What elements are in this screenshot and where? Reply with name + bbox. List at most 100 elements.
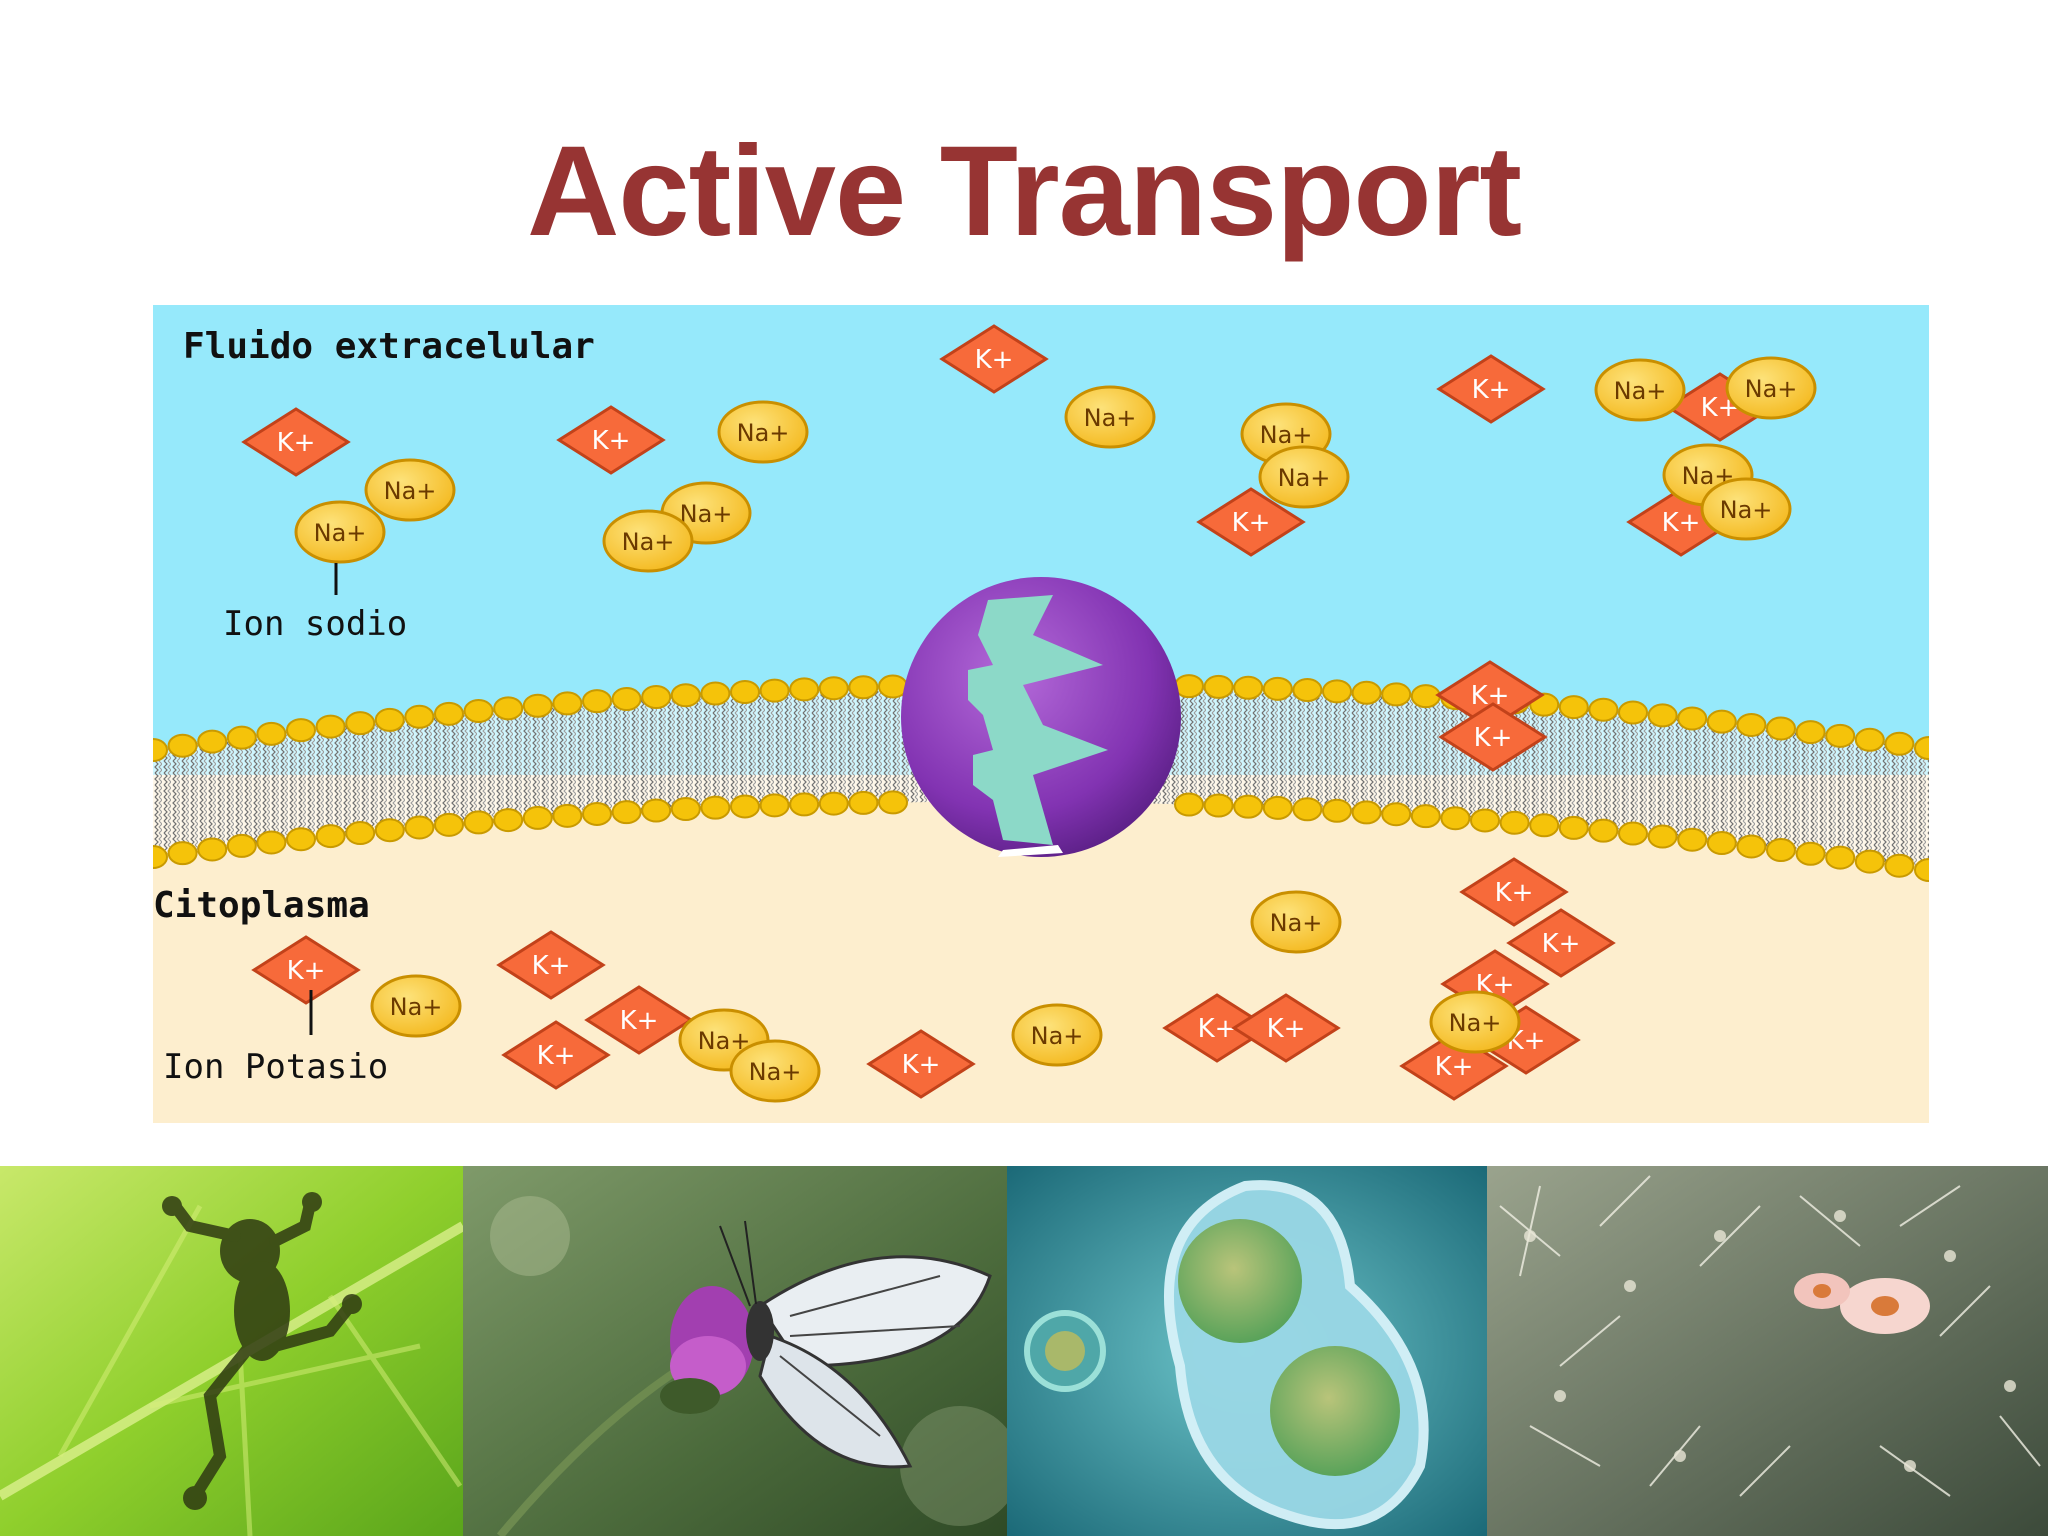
membrane-head (611, 687, 642, 712)
sodium-ion: Na+ (364, 458, 456, 522)
membrane-head (463, 810, 494, 835)
sodium-potassium-pump-protein (901, 577, 1181, 857)
membrane-head (1262, 795, 1293, 820)
potassium-ion-label: K+ (1495, 878, 1534, 908)
membrane-head (1203, 674, 1234, 699)
extracellular-label: Fluido extracelular (183, 326, 595, 367)
membrane-head (197, 837, 228, 862)
sodium-ion-label: Na+ (1278, 464, 1331, 492)
membrane-head (167, 841, 198, 866)
sodium-ion: Na+ (1011, 1003, 1103, 1067)
slide-title: Active Transport (526, 120, 1522, 263)
membrane-head (493, 808, 524, 833)
potassium-ion-label: K+ (1435, 1052, 1474, 1082)
potassium-ion: K+ (584, 985, 694, 1055)
potassium-ion-label: K+ (287, 956, 326, 986)
potassium-ion-label: K+ (1542, 929, 1581, 959)
membrane-head (1381, 682, 1412, 707)
membrane-head (582, 689, 612, 714)
butterfly-on-flower-photo (463, 1166, 1020, 1539)
membrane-head (197, 729, 228, 754)
membrane-head (226, 725, 257, 750)
membrane-heads-inner (153, 790, 1929, 882)
membrane-head (315, 824, 346, 849)
potassium-ion-label: K+ (277, 428, 316, 458)
membrane-head (226, 833, 257, 858)
potassium-ion-label: K+ (620, 1006, 659, 1036)
membrane-head (730, 680, 760, 704)
potassium-ion-label: K+ (975, 345, 1014, 375)
membrane-head (1499, 810, 1530, 835)
membrane-head (789, 792, 820, 817)
potassium-ion-label: K+ (1232, 508, 1271, 538)
potassium-ion-label: K+ (592, 426, 631, 456)
membrane-head (1706, 831, 1737, 856)
membrane-head (1292, 797, 1323, 822)
potassium-ion: K+ (866, 1029, 976, 1099)
sodium-ion-label: Na+ (384, 477, 437, 505)
membrane-head (759, 793, 790, 818)
potassium-ion-label: K+ (1474, 723, 1513, 753)
sodium-ion-label: Na+ (680, 500, 733, 528)
potassium-ion: K+ (1162, 993, 1272, 1063)
membrane-head (1884, 731, 1915, 756)
membrane-head (700, 795, 731, 820)
potassium-ion-label: K+ (902, 1050, 941, 1080)
cytoplasm-label: Citoplasma (153, 885, 370, 926)
membrane-head (789, 677, 820, 702)
sodium-ion: Na+ (1725, 356, 1817, 420)
membrane-head (404, 704, 435, 729)
sodium-ion: Na+ (294, 500, 386, 564)
potassium-ion: K+ (556, 405, 666, 475)
potassium-ion: K+ (251, 935, 361, 1005)
membrane-head (374, 707, 405, 732)
membrane-head (848, 675, 879, 700)
potassium-ion: K+ (241, 407, 351, 477)
sodium-ion-label: Na+ (749, 1058, 802, 1086)
membrane-head (759, 678, 790, 703)
membrane-head (1262, 676, 1293, 701)
membrane-head (1351, 680, 1382, 705)
membrane-head (1174, 674, 1204, 699)
membrane-head (1558, 695, 1589, 720)
dividing-cell-photo (1007, 1166, 1487, 1536)
potassium-ion: K+ (1438, 702, 1548, 772)
sodium-ion-label: Na+ (737, 419, 790, 447)
membrane-head (1736, 834, 1767, 859)
membrane-head (1233, 675, 1264, 700)
membrane-head (256, 721, 287, 746)
membrane-head (1588, 818, 1619, 843)
membrane-head (522, 693, 553, 718)
membrane-head (878, 790, 908, 815)
membrane-head (1322, 798, 1352, 823)
membrane-head (1529, 813, 1560, 838)
membrane-head (1914, 858, 1929, 882)
membrane-head (153, 738, 168, 762)
sodium-ion-label: Na+ (1270, 909, 1323, 937)
membrane-head (848, 790, 879, 815)
potassium-ion: K+ (1506, 908, 1616, 978)
membrane-head (700, 681, 731, 706)
membrane-head (345, 711, 376, 736)
membrane-head (552, 691, 583, 716)
sodium-ion-label: Na+ (1745, 375, 1798, 403)
membrane-head (1410, 804, 1441, 829)
sodium-ion-label: Na+ (1031, 1022, 1084, 1050)
membrane-head (167, 733, 198, 758)
membrane-head (1203, 793, 1234, 818)
sodium-ion: Na+ (602, 509, 694, 573)
membrane-head (1233, 794, 1264, 819)
membrane-head (818, 676, 849, 701)
membrane-head (1854, 849, 1885, 874)
membrane-head (1588, 697, 1619, 722)
sodium-ion: Na+ (1700, 477, 1792, 541)
membrane-head (1677, 827, 1708, 852)
membrane-head (730, 794, 760, 819)
potassium-ion: K+ (1196, 487, 1306, 557)
potassium-ion-label: K+ (1662, 508, 1701, 538)
membrane-head (818, 791, 849, 816)
sodium-ion-label: Na+ (314, 519, 367, 547)
sodium-ion: Na+ (717, 400, 809, 464)
membrane-head (1410, 684, 1441, 709)
